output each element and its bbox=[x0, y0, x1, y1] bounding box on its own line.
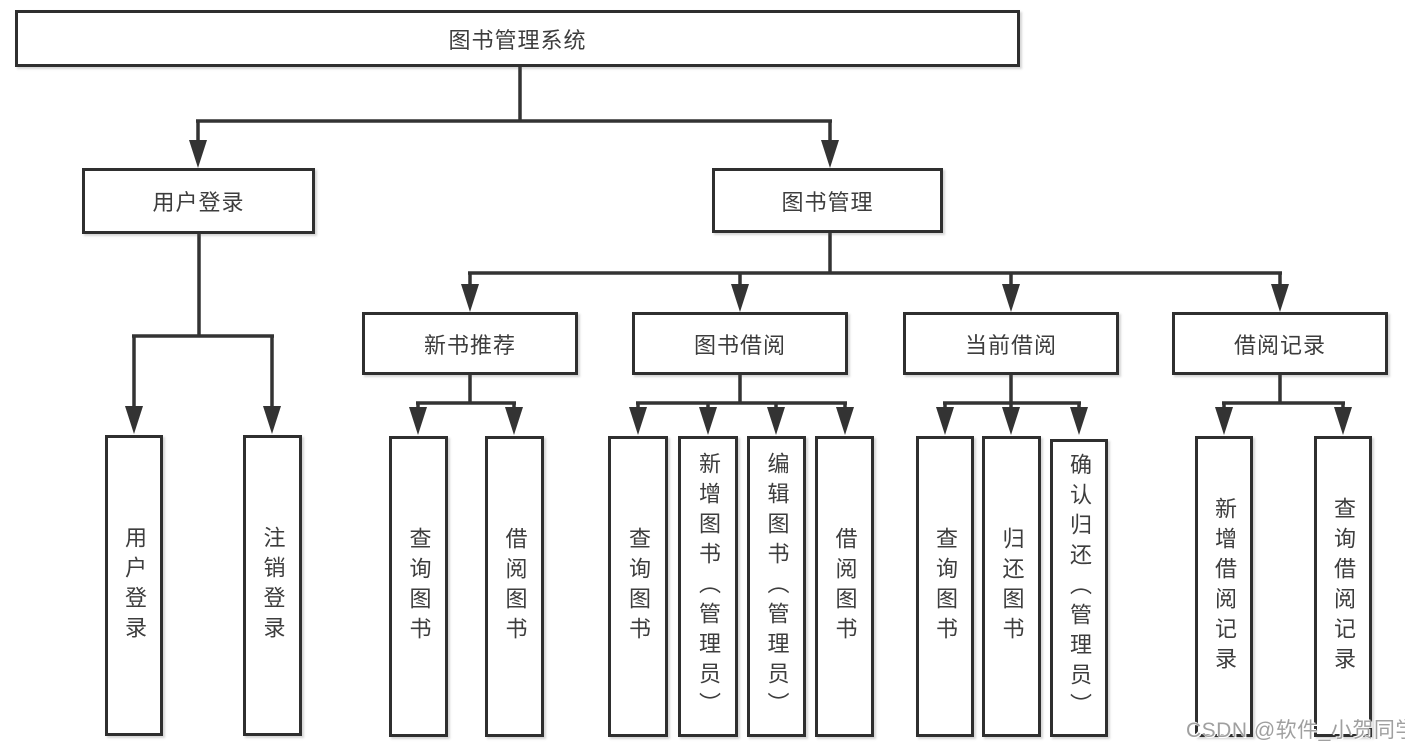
node-borrowing-records: 借阅记录 bbox=[1172, 312, 1388, 375]
leaf-edit-books-admin: 编辑图书（管理员） bbox=[747, 436, 806, 737]
leaf-user-login: 用户登录 bbox=[105, 435, 163, 736]
leaf-logout: 注销登录 bbox=[243, 435, 302, 736]
leaf-return-books: 归还图书 bbox=[982, 436, 1041, 737]
connector-strokes bbox=[132, 66, 1345, 408]
leaf-query-borrow-record: 查询借阅记录 bbox=[1314, 436, 1372, 737]
node-book-borrowing: 图书借阅 bbox=[632, 312, 848, 375]
leaf-confirm-return-admin: 确认归还（管理员） bbox=[1050, 439, 1108, 737]
node-library-management-system: 图书管理系统 bbox=[15, 10, 1020, 67]
leaf-borrow-books: 借阅图书 bbox=[815, 436, 874, 737]
leaf-newrec-borrow-books: 借阅图书 bbox=[485, 436, 544, 737]
connector-arrowheads bbox=[125, 140, 1352, 435]
leaf-current-query-books: 查询图书 bbox=[916, 436, 974, 737]
leaf-newrec-query-books: 查询图书 bbox=[389, 436, 448, 737]
leaf-borrowing-query-books: 查询图书 bbox=[608, 436, 668, 737]
node-current-borrowing: 当前借阅 bbox=[903, 312, 1119, 375]
leaf-add-borrow-record: 新增借阅记录 bbox=[1195, 436, 1253, 737]
csdn-watermark: CSDN @软件_小贺同学 bbox=[1186, 719, 1405, 742]
node-user-login: 用户登录 bbox=[82, 168, 315, 234]
node-book-management: 图书管理 bbox=[712, 168, 943, 233]
node-new-book-recommend: 新书推荐 bbox=[362, 312, 578, 375]
leaf-add-books-admin: 新增图书（管理员） bbox=[678, 436, 738, 737]
